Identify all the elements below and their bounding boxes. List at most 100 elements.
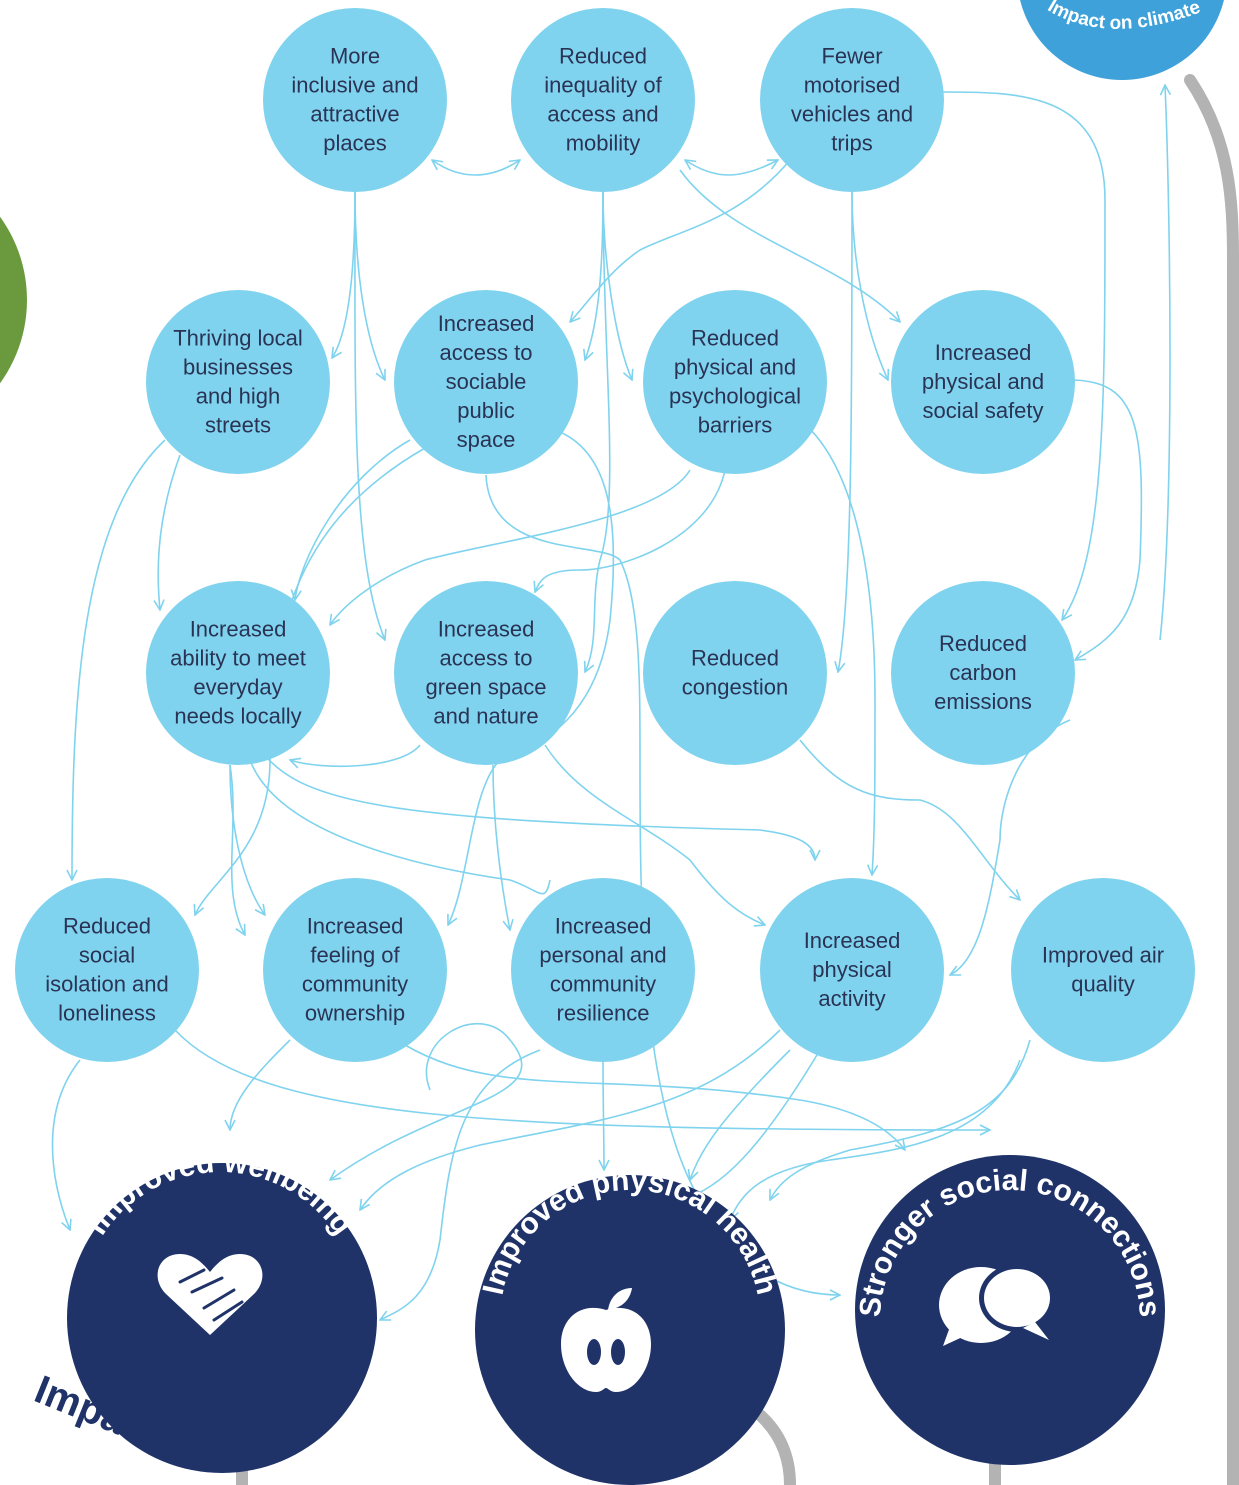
connection-arrow: [1159, 85, 1170, 641]
outcome-circle: [146, 581, 330, 765]
outcome-label-line: attractive: [310, 102, 399, 127]
outcome-label-line: and nature: [433, 704, 538, 729]
connection-arrow: [685, 160, 778, 176]
outcome-reduced-barriers: Reduced physical and psychological barriers: [643, 290, 827, 474]
outcome-sociable-space: Increased access to sociable public space: [394, 290, 578, 474]
connection-arrow: [51, 1059, 81, 1230]
outcome-label-line: places: [323, 131, 387, 156]
connection-arrow: [229, 764, 245, 935]
impact-social-connections: Stronger social connections: [854, 1155, 1166, 1465]
connection-arrow: [295, 439, 411, 600]
connection-arrow: [229, 764, 265, 915]
connection-arrow: [230, 1039, 291, 1130]
outcome-label-line: sociable: [446, 369, 527, 394]
outcome-label-line: space: [457, 427, 516, 452]
outcome-circle: [511, 878, 695, 1062]
outcome-label-line: Fewer: [821, 44, 882, 69]
outcome-label-line: Reduced: [691, 326, 779, 351]
outcome-label-line: Increased: [438, 311, 535, 336]
connection-arrow: [404, 1044, 905, 1150]
outcome-label-line: personal and: [539, 943, 666, 968]
outcome-label-line: quality: [1071, 972, 1135, 997]
outcome-label-line: physical and: [922, 369, 1044, 394]
outcome-label-line: inclusive and: [291, 73, 418, 98]
connection-arrow: [770, 1039, 1031, 1200]
connection-arrow: [941, 91, 1106, 620]
outcome-label-line: and high: [196, 384, 280, 409]
outcome-circle: [1011, 878, 1195, 1062]
outcome-circle: [760, 8, 944, 192]
outcome-carbon: Reduced carbon emissions: [891, 581, 1075, 765]
outcome-label-line: Increased: [804, 928, 901, 953]
outcome-label-line: access to: [440, 646, 533, 671]
outcome-circle: [760, 878, 944, 1062]
outcome-label-line: activity: [818, 986, 885, 1011]
outcome-label-line: streets: [205, 413, 271, 438]
outcome-label-line: Increased: [555, 914, 652, 939]
outcome-label-line: psychological: [669, 384, 801, 409]
outcome-circle: [263, 8, 447, 192]
outcome-circle: [891, 290, 1075, 474]
green-shape: [0, 216, 27, 384]
outcome-label-line: carbon: [949, 660, 1016, 685]
connection-arrow: [585, 191, 604, 360]
impact-physical-health: Improved physical health: [475, 1164, 785, 1485]
outcome-label-line: Increased: [438, 617, 535, 642]
outcome-circle: [511, 8, 695, 192]
outcome-label-line: Reduced: [939, 631, 1027, 656]
connection-arrow: [448, 429, 615, 925]
outcome-label-line: public: [457, 398, 514, 423]
outcome-label-line: Reduced: [691, 646, 779, 671]
connection-arrow: [535, 469, 726, 592]
outcome-label-line: needs locally: [174, 704, 301, 729]
outcome-label-line: Improved air: [1042, 943, 1164, 968]
connection-arrow: [330, 1022, 523, 1180]
connection-arrow: [544, 744, 765, 925]
outcome-label-line: Increased: [190, 617, 287, 642]
outcome-green-space: Increased access to green space and nature: [394, 581, 578, 765]
outcome-label-line: ownership: [305, 1001, 405, 1026]
track-middle-hook: [754, 1409, 796, 1485]
connection-arrow: [249, 759, 551, 895]
connection-arrow: [679, 169, 900, 322]
connection-arrow: [174, 1029, 990, 1130]
outcome-label-line: Increased: [935, 340, 1032, 365]
outcome-label-line: Reduced: [559, 44, 647, 69]
outcome-label-line: Increased: [307, 914, 404, 939]
connection-arrow: [354, 191, 385, 640]
climate-badge: Impact on climate: [1020, 0, 1224, 80]
outcome-circle: [643, 581, 827, 765]
outcome-label-line: Thriving local: [173, 326, 303, 351]
track-right: [1184, 74, 1239, 1485]
connection-arrow: [330, 469, 691, 625]
outcome-label-line: physical and: [674, 355, 796, 380]
connection-arrow: [354, 191, 385, 380]
outcome-label-line: green space: [425, 675, 546, 700]
outcome-label-line: barriers: [698, 413, 773, 438]
outcome-label-line: resilience: [557, 1001, 650, 1026]
outcome-label-line: community: [550, 972, 656, 997]
connection-arrow: [799, 419, 875, 875]
outcome-label-line: emissions: [934, 689, 1032, 714]
outcome-circle: [394, 581, 578, 765]
outcome-resilience: Increased personal and community resilience: [511, 878, 695, 1062]
outcome-label-line: feeling of: [310, 943, 400, 968]
outcome-label-line: loneliness: [58, 1001, 156, 1026]
connection-arrow: [799, 739, 1020, 900]
connection-arrow: [492, 764, 510, 930]
outcome-label-line: access to: [440, 340, 533, 365]
connection-arrow: [360, 1029, 781, 1210]
outcome-label-line: motorised: [804, 73, 901, 98]
outcome-label-line: access and: [547, 102, 658, 127]
apple-icon: [561, 1288, 651, 1392]
connection-arrow: [332, 191, 356, 358]
outcome-circle: [15, 878, 199, 1062]
